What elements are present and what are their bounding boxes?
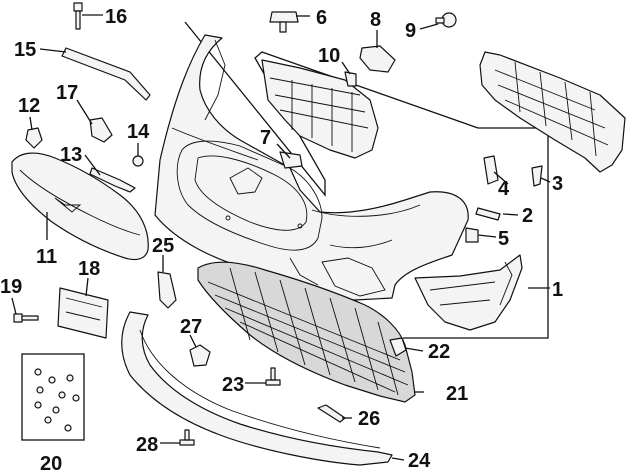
callout-10: 10 xyxy=(318,45,340,67)
callout-13: 13 xyxy=(60,144,82,166)
sensor-8 xyxy=(359,45,396,73)
bracket-2 xyxy=(475,207,501,221)
pin-23 xyxy=(265,367,281,386)
pin-26 xyxy=(317,404,346,423)
callout-15: 15 xyxy=(14,39,36,61)
callout-1: 1 xyxy=(552,279,563,301)
callout-labels: 1 2 3 4 5 6 7 8 9 10 11 12 13 14 15 16 1… xyxy=(0,6,563,475)
license-bracket-18 xyxy=(57,287,109,339)
fastener-kit-box-20 xyxy=(21,353,85,441)
clip-5 xyxy=(465,227,479,243)
bracket-13 xyxy=(89,167,136,193)
callout-28: 28 xyxy=(136,434,158,456)
callout-20: 20 xyxy=(40,453,62,475)
leader-lines xyxy=(11,14,551,461)
bumper-absorber xyxy=(261,59,379,159)
callout-22: 22 xyxy=(428,341,450,363)
callout-6: 6 xyxy=(316,7,327,29)
callout-26: 26 xyxy=(358,408,380,430)
bolt-28 xyxy=(179,429,195,446)
callout-23: 23 xyxy=(222,374,244,396)
bracket-17 xyxy=(89,117,113,143)
callout-19: 19 xyxy=(0,276,22,298)
bracket-22 xyxy=(389,337,407,357)
callout-27: 27 xyxy=(180,316,202,338)
pin-3 xyxy=(531,165,543,187)
callout-7: 7 xyxy=(260,127,271,149)
callout-12: 12 xyxy=(18,95,40,117)
callout-5: 5 xyxy=(498,228,509,250)
clip-9 xyxy=(435,12,457,28)
grille-surround xyxy=(11,152,149,261)
fog-lamp-bezel xyxy=(414,254,523,331)
callout-25: 25 xyxy=(152,235,174,257)
callout-18: 18 xyxy=(78,258,100,280)
bracket-10 xyxy=(344,71,357,87)
callout-14: 14 xyxy=(127,121,150,143)
upper-energy-absorber xyxy=(479,51,626,173)
callout-16: 16 xyxy=(105,6,127,28)
callout-2: 2 xyxy=(522,205,533,227)
callout-11: 11 xyxy=(36,246,57,268)
clip-4 xyxy=(483,155,499,185)
bracket-15 xyxy=(61,47,151,101)
callout-21: 21 xyxy=(446,383,468,405)
bracket-27 xyxy=(189,344,211,367)
callout-8: 8 xyxy=(370,9,381,31)
bumper-cover-group-outline xyxy=(184,21,549,339)
callout-3: 3 xyxy=(552,173,563,195)
bolt-19 xyxy=(13,313,39,323)
clip-12 xyxy=(25,127,43,149)
callout-17: 17 xyxy=(56,82,78,104)
fastener-kit-20 xyxy=(34,368,80,432)
nut-6 xyxy=(269,11,299,33)
bracket-25 xyxy=(157,271,177,309)
bracket-7 xyxy=(279,151,303,169)
callout-24: 24 xyxy=(408,450,431,472)
lower-valance xyxy=(121,311,393,466)
callout-9: 9 xyxy=(405,20,416,42)
bolt-16 xyxy=(73,2,83,30)
bumper-cover xyxy=(154,34,469,301)
nut-14 xyxy=(132,155,144,167)
callout-4: 4 xyxy=(498,178,510,200)
